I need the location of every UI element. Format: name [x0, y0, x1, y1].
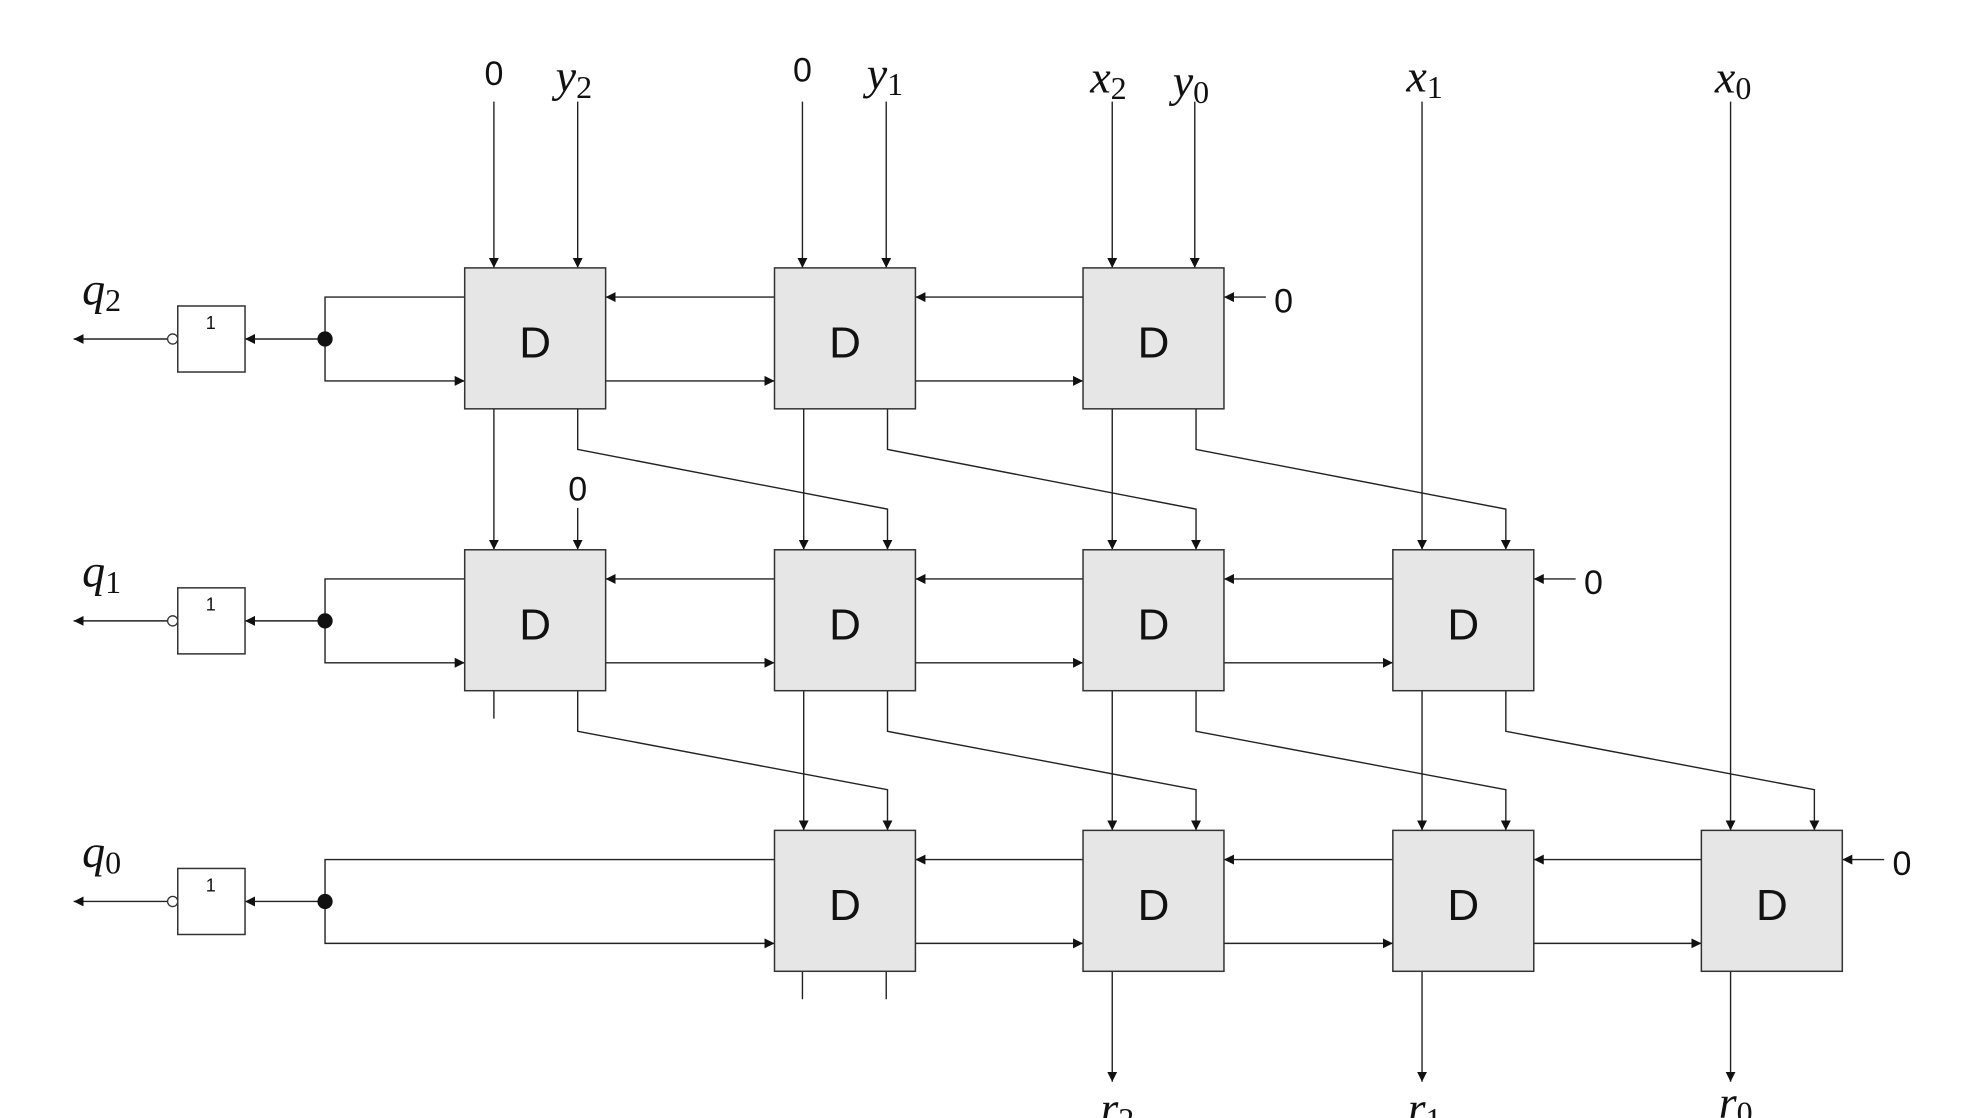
- diagonal-remainder-wire: [1195, 408, 1511, 550]
- zero-carry-in-label: 0: [1274, 282, 1293, 320]
- diagonal-remainder-wire: [886, 408, 1202, 550]
- divider-cell-r2-c4: [1700, 829, 1844, 973]
- diagonal-remainder-wire: [577, 690, 893, 831]
- divider-cell-r1-c3: [1392, 549, 1535, 692]
- feedback-loop-wire: [324, 858, 775, 949]
- cell-label: D: [829, 318, 861, 367]
- junction-dot: [317, 331, 333, 347]
- inverter-label: 1: [206, 875, 216, 895]
- label-q0-letter: q: [82, 826, 105, 877]
- inverter-gate: [177, 867, 246, 936]
- diagonal-remainder-wire: [577, 408, 893, 550]
- label-q2: q2: [82, 264, 121, 318]
- label-x1: x1: [1405, 50, 1442, 104]
- junction-dot: [317, 613, 333, 629]
- wires: [73, 101, 1885, 1082]
- label-q1-subscript: 1: [105, 564, 121, 600]
- negation-bubble: [166, 615, 179, 627]
- diagonal-remainder-wire: [1505, 690, 1820, 831]
- divider-cell-r1-c2: [1082, 549, 1225, 692]
- label-q2-subscript: 2: [105, 282, 121, 318]
- zero-carry-in-label: 0: [1893, 845, 1912, 883]
- zero-input-label: 0: [484, 55, 503, 93]
- label-q2-letter: q: [82, 264, 105, 315]
- label-x1-letter: x: [1405, 50, 1427, 101]
- label-x2-subscript: 2: [1111, 70, 1127, 106]
- label-y1: y1: [863, 48, 903, 102]
- label-x0-letter: x: [1714, 52, 1736, 103]
- cell-label: D: [519, 600, 551, 649]
- label-x2-letter: x: [1089, 52, 1111, 103]
- label-y0: y0: [1169, 56, 1209, 110]
- cell-label: D: [1138, 600, 1170, 649]
- label-y0-subscript: 0: [1193, 74, 1209, 110]
- label-q0-subscript: 0: [105, 845, 121, 881]
- label-r0: r0: [1719, 1076, 1753, 1118]
- inverter-gate: [177, 305, 246, 373]
- inverter-label: 1: [206, 313, 216, 333]
- label-q1-letter: q: [82, 546, 105, 597]
- label-y1-letter: y: [863, 48, 888, 99]
- cell-label: D: [1447, 881, 1479, 930]
- cell-label: D: [1447, 600, 1479, 649]
- diagonal-remainder-wire: [1195, 690, 1511, 831]
- divider-cell-r0-c2: [1082, 267, 1225, 410]
- label-y0-letter: y: [1169, 56, 1194, 107]
- label-y2: y2: [552, 50, 592, 104]
- labels: 000q2q1q000y2y1x2y0x1x00r2r1r0: [82, 48, 1911, 1118]
- label-x2: x2: [1089, 52, 1126, 106]
- label-r1-letter: r: [1408, 1083, 1427, 1118]
- label-y2-letter: y: [552, 50, 577, 101]
- divider-cell-r0-c1: [773, 267, 917, 410]
- label-x1-subscript: 1: [1427, 69, 1443, 105]
- zero-input-label: 0: [568, 470, 587, 508]
- inverter-label: 1: [206, 595, 216, 615]
- inverters: 1 1 1: [166, 305, 333, 936]
- negation-bubble: [166, 895, 179, 908]
- label-r1: r1: [1408, 1083, 1442, 1118]
- label-r0-subscript: 0: [1737, 1095, 1753, 1118]
- junction-dot: [317, 893, 333, 910]
- label-y1-subscript: 1: [887, 66, 903, 102]
- label-r0-letter: r: [1719, 1076, 1738, 1118]
- zero-input-label: 0: [793, 51, 812, 89]
- cell-label: D: [829, 881, 861, 930]
- divider-cells: D D D D D D D D D D D: [463, 267, 1844, 973]
- cell-label: D: [1138, 318, 1170, 367]
- cell-label: D: [1756, 881, 1788, 930]
- cell-label: D: [829, 600, 861, 649]
- label-q0: q0: [82, 826, 121, 880]
- divider-cell-r1-c1: [773, 549, 917, 692]
- cell-label: D: [1138, 881, 1170, 930]
- divider-cell-r2-c2: [1082, 829, 1225, 973]
- feedback-loop-wire: [324, 578, 465, 668]
- divider-cell-r0-c0: [463, 267, 607, 410]
- divider-cell-r1-c0: [463, 549, 607, 692]
- divider-cell-r2-c1: [773, 829, 917, 973]
- diagonal-remainder-wire: [886, 690, 1202, 831]
- inverter-gate: [177, 587, 246, 655]
- label-r2: r2: [1100, 1083, 1134, 1118]
- cell-label: D: [519, 318, 551, 367]
- label-y2-subscript: 2: [576, 69, 592, 105]
- divider-cell-r2-c3: [1392, 829, 1535, 973]
- label-r1-subscript: 1: [1426, 1101, 1442, 1118]
- label-x0: x0: [1714, 52, 1751, 106]
- feedback-loop-wire: [324, 296, 465, 386]
- zero-carry-in-label: 0: [1584, 564, 1603, 602]
- label-r2-subscript: 2: [1118, 1101, 1134, 1118]
- label-r2-letter: r: [1100, 1083, 1119, 1118]
- label-x0-subscript: 0: [1735, 70, 1751, 106]
- label-q1: q1: [82, 546, 121, 600]
- negation-bubble: [166, 333, 179, 345]
